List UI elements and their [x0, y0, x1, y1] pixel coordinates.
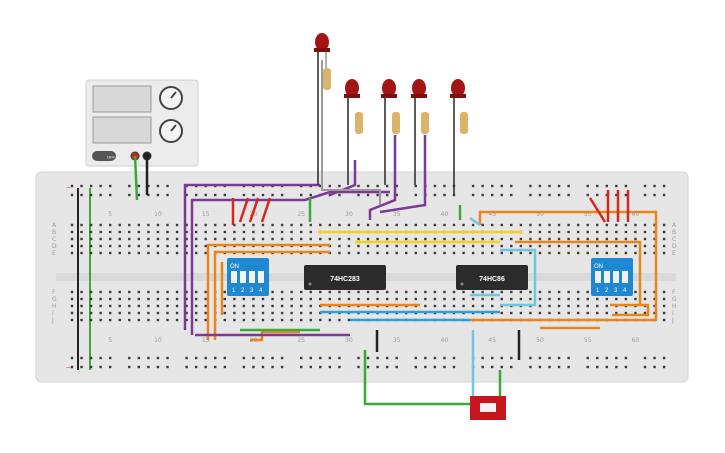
column-label: 30	[345, 337, 353, 344]
psu-wire-green	[133, 155, 139, 201]
column-label: 40	[441, 337, 449, 344]
column-label: 60	[632, 211, 640, 218]
column-label: 15	[202, 337, 210, 344]
row-label: B	[52, 229, 56, 236]
resistor-5[interactable]	[460, 112, 468, 134]
row-label: G	[52, 296, 57, 303]
column-label: 25	[297, 211, 305, 218]
row-label: I	[672, 310, 674, 317]
led-4[interactable]	[411, 79, 429, 185]
dip-pos-2: 2	[605, 288, 609, 294]
breadboard-holes	[70, 184, 666, 369]
dip-pos-2: 2	[241, 288, 245, 294]
psu-power-button-label: OFF	[107, 155, 116, 160]
led-2[interactable]	[344, 79, 363, 185]
chip-label: 74HC283	[330, 276, 360, 283]
column-label: 50	[536, 211, 544, 218]
column-label: 55	[584, 211, 592, 218]
row-label: A	[52, 222, 57, 229]
row-label: G	[672, 296, 677, 303]
dip-pos-3: 3	[614, 288, 618, 294]
psu-display-voltage	[92, 85, 152, 113]
row-label: F	[52, 289, 56, 296]
column-label: 55	[584, 337, 592, 344]
column-label: 50	[536, 337, 544, 344]
psu-display-current	[92, 116, 152, 144]
dip-pos-4: 4	[259, 288, 263, 294]
row-label: A	[672, 222, 677, 229]
column-label: 5	[108, 211, 112, 218]
power-supply: OFF	[85, 79, 199, 167]
column-label: 45	[488, 211, 496, 218]
psu-power-button[interactable]	[92, 151, 116, 161]
row-label: E	[672, 250, 676, 257]
row-label: J	[51, 317, 54, 324]
rail-minus-bottom: −	[66, 363, 71, 372]
row-label: H	[52, 303, 57, 310]
column-label: 40	[441, 211, 449, 218]
column-label: 10	[154, 337, 162, 344]
column-label: 15	[202, 211, 210, 218]
chip-label: 74HC86	[479, 276, 505, 283]
led-3[interactable]	[381, 79, 400, 185]
dip-on-label: ON	[230, 264, 239, 270]
dip-on-label: ON	[594, 264, 603, 270]
column-label: 25	[297, 337, 305, 344]
chip-74hc86[interactable]: 74HC86	[456, 265, 528, 290]
resistor-2[interactable]	[355, 112, 363, 134]
column-label: 5	[108, 337, 112, 344]
column-label: 30	[345, 211, 353, 218]
column-label: 35	[393, 337, 401, 344]
column-label: 60	[632, 337, 640, 344]
resistor-3[interactable]	[392, 112, 400, 134]
rail-minus-top: −	[66, 183, 71, 192]
led-array	[314, 33, 468, 195]
row-label: C	[52, 236, 56, 243]
chip-74hc283[interactable]: 74HC283	[304, 265, 386, 290]
column-label: 10	[154, 211, 162, 218]
dip-pos-3: 3	[250, 288, 254, 294]
resistor-4[interactable]	[421, 112, 429, 134]
resistor-1[interactable]	[323, 68, 331, 90]
row-label: H	[672, 303, 677, 310]
row-label: E	[52, 250, 56, 257]
toggle-switch[interactable]	[470, 396, 506, 420]
dip-switch-left[interactable]: ON 1 2 3 4	[227, 258, 269, 296]
led-1[interactable]	[314, 33, 331, 185]
dip-switch-right[interactable]: ON 1 2 3 4	[591, 258, 633, 296]
dip-pos-1: 1	[596, 288, 600, 294]
led-5[interactable]	[450, 79, 468, 195]
row-label: I	[52, 310, 54, 317]
row-label: D	[52, 243, 57, 250]
wires	[183, 60, 658, 406]
dip-pos-1: 1	[232, 288, 236, 294]
row-label: C	[672, 236, 676, 243]
column-label: 45	[488, 337, 496, 344]
column-label: 35	[393, 211, 401, 218]
row-label: D	[672, 243, 677, 250]
row-label: J	[671, 317, 674, 324]
row-label: B	[672, 229, 676, 236]
row-label: F	[672, 289, 676, 296]
dip-pos-4: 4	[623, 288, 627, 294]
